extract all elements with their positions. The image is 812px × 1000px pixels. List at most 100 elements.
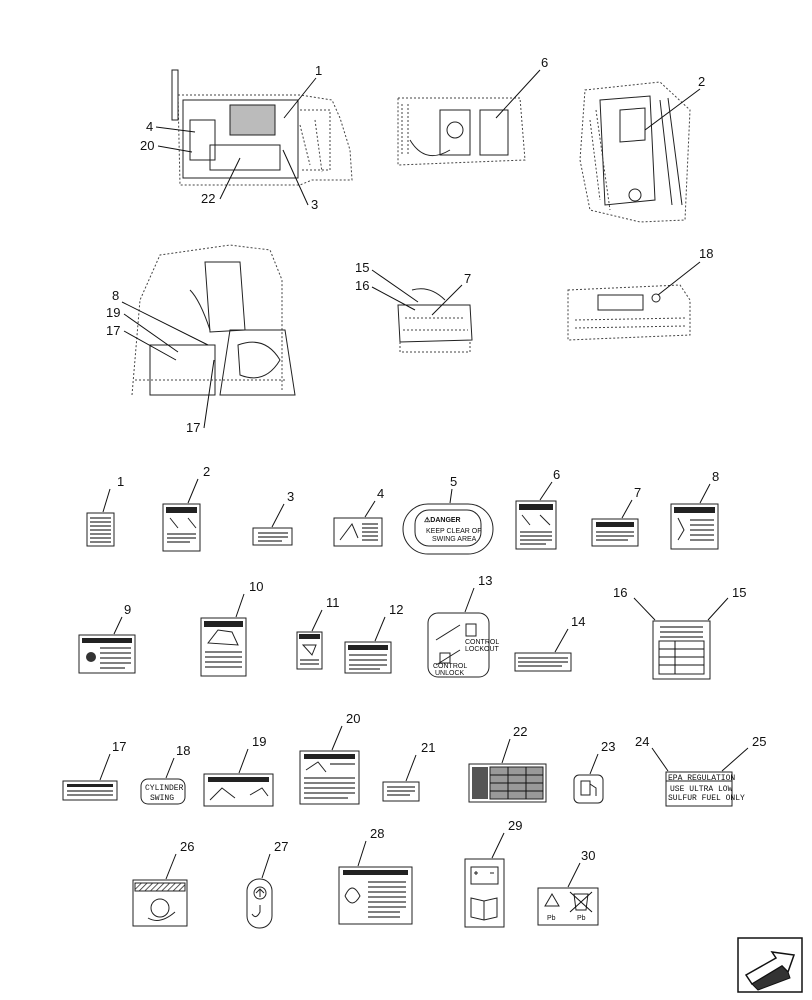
up-arrow-icon [253, 886, 267, 900]
valve-port [628, 188, 642, 202]
decal-14 [514, 652, 572, 672]
decal-9 [78, 634, 136, 674]
leader-18 [657, 261, 701, 296]
decal-13: CONTROL LOCKOUT CONTROL UNLOCK [427, 612, 500, 678]
decal-29 [464, 858, 505, 928]
decal-num-12: 12 [389, 602, 403, 617]
decal-num-4: 4 [377, 486, 384, 501]
decal-num-23: 23 [601, 739, 615, 754]
decal-22 [468, 763, 547, 803]
leader-7 [431, 284, 463, 316]
decal-num-13: 13 [478, 573, 492, 588]
leader-8 [121, 301, 209, 346]
decal-15-16 [652, 620, 711, 680]
leader-15 [371, 269, 419, 303]
decal-num-3: 3 [287, 489, 294, 504]
decal-num-7: 7 [634, 485, 641, 500]
decal-num-17: 17 [112, 739, 126, 754]
control-unlock-line2: UNLOCK [435, 670, 465, 677]
decal-4 [333, 517, 383, 547]
decal-num-15: 15 [732, 585, 746, 600]
control-lockout-line1: CONTROL [465, 639, 499, 646]
decal-28 [338, 866, 413, 925]
fuel-pump-icon [580, 780, 591, 796]
cylinder-line2: SWING [150, 794, 174, 803]
decal-num-28: 28 [370, 826, 384, 841]
decal-19 [203, 773, 274, 807]
decal-num-16: 16 [613, 585, 627, 600]
lock-closed-icon [465, 623, 477, 637]
callout-7-mid: 7 [464, 271, 471, 286]
leader-1 [283, 77, 317, 119]
lock-open-icon [439, 652, 451, 664]
callout-6-top: 6 [541, 55, 548, 70]
leader-6 [495, 69, 541, 119]
decal-num-24: 24 [635, 734, 649, 749]
epa-line2: SULFUR FUEL ONLY [668, 794, 745, 803]
callout-16-mid: 16 [355, 278, 369, 293]
engine-top-view [397, 97, 526, 166]
hydraulic-valve-view [579, 81, 691, 223]
decal-17 [62, 780, 118, 801]
console-view [397, 288, 473, 353]
decal-num-5: 5 [450, 474, 457, 489]
decal-10 [200, 617, 247, 677]
decal-20 [299, 750, 360, 805]
counterweight-view [567, 284, 691, 341]
control-unlock-line1: CONTROL [433, 663, 467, 670]
operator-cab-view [131, 244, 296, 396]
decal-6 [515, 500, 557, 550]
decal-num-9: 9 [124, 602, 131, 617]
decal-num-26: 26 [180, 839, 194, 854]
decal-26 [132, 879, 188, 927]
callout-1-top: 1 [315, 63, 322, 78]
counterweight-decal-spot [651, 293, 661, 303]
hose-reel-icon [150, 898, 170, 918]
cylinder-line1: CYLINDER [145, 784, 184, 793]
counterweight-window [597, 294, 644, 311]
callout-2-top: 2 [698, 74, 705, 89]
callout-17-bottom: 17 [186, 420, 200, 435]
crossed-bin-icon [573, 893, 589, 911]
lift-hook-icon [251, 905, 261, 918]
callout-15-mid: 15 [355, 260, 369, 275]
arrow-nav-icon[interactable] [737, 937, 803, 993]
leader-3 [282, 149, 309, 206]
leader-19 [123, 313, 179, 353]
callout-18-mid: 18 [699, 246, 713, 261]
decal-27 [246, 878, 273, 929]
decal-num-8: 8 [712, 469, 719, 484]
decal-5: ⚠DANGER KEEP CLEAR OF SWING AREA [402, 503, 494, 555]
decal-num-18: 18 [176, 743, 190, 758]
keep-clear-line1: KEEP CLEAR OF [426, 528, 482, 535]
engine-side-view [171, 69, 353, 186]
recycle-pb-left: Pb [547, 915, 556, 922]
leader-2 [644, 88, 701, 131]
decal-23 [573, 774, 604, 804]
callout-17-mid: 17 [106, 323, 120, 338]
epa-title: EPA REGULATION [668, 774, 735, 783]
leader-22 [219, 157, 241, 200]
decal-1 [86, 512, 115, 547]
leader-17a [123, 330, 177, 361]
radiator-grille [229, 104, 276, 136]
decal-num-6: 6 [553, 467, 560, 482]
danger-5-header: ⚠DANGER [424, 516, 461, 524]
decal-11 [296, 631, 323, 670]
control-lockout-line2: LOCKOUT [465, 646, 500, 653]
callout-20-top: 20 [140, 138, 154, 153]
callout-8-mid: 8 [112, 288, 119, 303]
epa-line1: USE ULTRA LOW [670, 785, 733, 794]
decal-30: Pb Pb [537, 887, 599, 926]
battery-icon [470, 866, 499, 885]
leader-17b [203, 359, 215, 429]
decal-18: CYLINDER SWING [140, 778, 186, 805]
leader-16 [371, 286, 416, 311]
callout-22-top: 22 [201, 191, 215, 206]
decal-num-2: 2 [203, 464, 210, 479]
decal-24-25: EPA REGULATION USE ULTRA LOW SULFUR FUEL… [665, 771, 745, 807]
callout-19-mid: 19 [106, 305, 120, 320]
decal-8 [670, 503, 719, 550]
